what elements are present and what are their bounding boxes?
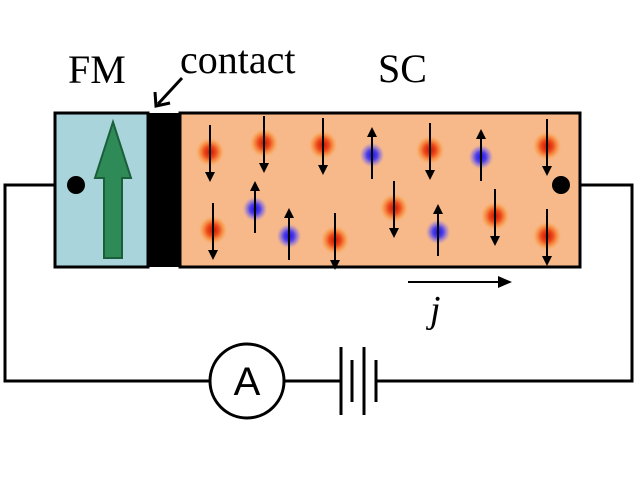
spin-up-electron [468, 129, 494, 181]
fm-label: FM [68, 47, 126, 92]
spin-up-electron [425, 204, 451, 256]
spin-up-electron [359, 127, 385, 179]
right-wire [376, 183, 634, 383]
semiconductor-region [178, 111, 582, 269]
spin-down-electron [249, 116, 279, 173]
current-label: j [425, 289, 441, 331]
right-terminal [552, 176, 570, 194]
spin-down-electron [480, 189, 510, 246]
spin-down-electron [532, 119, 562, 176]
sc-label: SC [378, 46, 427, 91]
spin-up-electron [242, 181, 268, 233]
spin-up-electron [276, 208, 302, 260]
spin-down-electron [379, 181, 409, 238]
ammeter-label: A [234, 360, 261, 404]
spin-down-electron [532, 209, 562, 266]
left-terminal [67, 176, 85, 194]
magnetization-arrow [93, 118, 133, 259]
spin-down-electron [320, 213, 350, 270]
ammeter-circle [208, 342, 286, 420]
spin-down-electron [308, 118, 338, 175]
spin-down-electron [195, 125, 225, 182]
contact-label: contact [180, 37, 296, 82]
contact-barrier [148, 113, 180, 267]
spin-electrons [195, 116, 562, 270]
spin-down-electron [198, 203, 228, 260]
spin-down-electron [415, 123, 445, 180]
contact-pointer-arrow [153, 76, 184, 108]
ammeter: A [208, 342, 286, 420]
current-arrow [408, 276, 512, 288]
battery [339, 347, 378, 415]
circuit-wires [3, 183, 634, 383]
left-wire [3, 183, 210, 383]
